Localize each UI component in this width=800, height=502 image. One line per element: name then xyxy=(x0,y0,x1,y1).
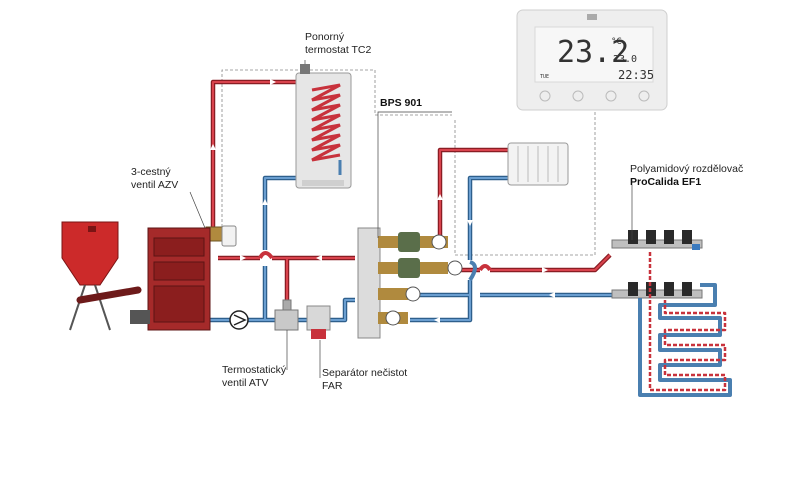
pressure-gauge-icon xyxy=(447,260,463,276)
pressure-gauge-icon xyxy=(405,286,421,302)
label-bps: BPS 901 xyxy=(380,97,422,109)
dirt-separator-far xyxy=(306,305,331,339)
floor-heating-loop xyxy=(638,252,732,397)
thermostat-day: TUE xyxy=(540,74,549,80)
label-tc2-line2: termostat TC2 xyxy=(305,44,371,56)
thermostat-unit: °C xyxy=(611,37,622,47)
circulation-pump xyxy=(229,310,249,330)
pressure-gauge-icon xyxy=(385,310,401,326)
label-azv-line2: ventil AZV xyxy=(131,179,178,191)
leader-lines xyxy=(189,60,633,378)
pellet-hopper xyxy=(61,221,142,331)
hot-pipes-inner xyxy=(212,81,611,305)
thermostat-button-minus[interactable] xyxy=(572,90,584,102)
label-atv-line1: Termostatický xyxy=(222,364,287,376)
thermostat-button-left[interactable] xyxy=(539,90,551,102)
tc2-thermostat-icon xyxy=(300,64,310,74)
label-atv-line2: ventil ATV xyxy=(222,377,269,389)
thermostatic-valve-atv xyxy=(274,299,299,331)
label-far-line2: FAR xyxy=(322,380,343,392)
thermostat-time: 22:35 xyxy=(618,68,654,82)
label-azv-line1: 3-cestný xyxy=(131,166,171,178)
thermostat-button-plus[interactable] xyxy=(605,90,617,102)
room-thermostat: 23.2 °C 23.0 22:35 TUE xyxy=(516,9,668,111)
thermostat-temperature: 23.2 xyxy=(557,35,629,70)
floor-manifold xyxy=(611,230,703,299)
label-tc2-line1: Ponorný xyxy=(305,31,345,43)
thermostat-set-temp: 23.0 xyxy=(613,54,637,65)
label-manifold-line1: Polyamidový rozdělovač xyxy=(630,163,743,175)
tank-coil xyxy=(311,83,341,162)
hot-water-tank xyxy=(295,64,352,189)
pipe-crossings xyxy=(258,251,492,282)
pressure-gauge-icon xyxy=(431,234,447,250)
radiator xyxy=(507,142,569,186)
thermostat-button-menu[interactable] xyxy=(638,90,650,102)
circle-pump-icon xyxy=(233,314,247,326)
bps-901-block xyxy=(357,227,463,339)
brand-logo-icon xyxy=(587,14,597,20)
label-manifold-line2: ProCalida EF1 xyxy=(630,176,701,188)
label-far-line1: Separátor nečistot xyxy=(322,367,407,379)
boiler xyxy=(130,227,211,331)
